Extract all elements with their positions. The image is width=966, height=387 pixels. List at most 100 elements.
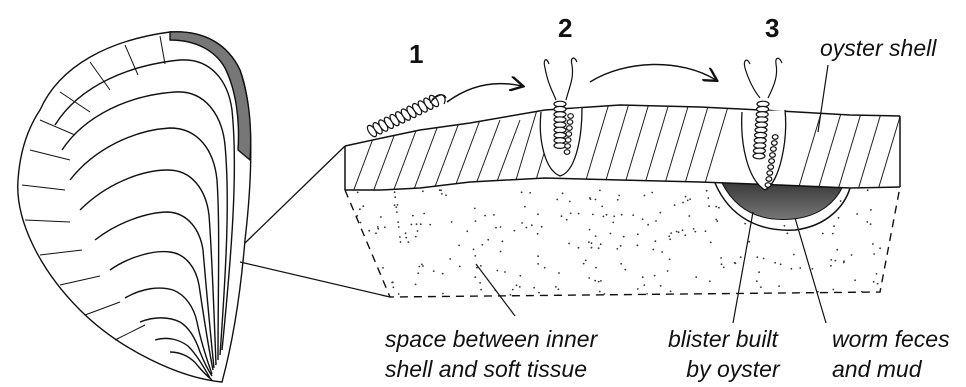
stipple-dot — [723, 267, 725, 269]
stipple-dot — [669, 259, 671, 261]
stipple-dot — [678, 231, 680, 233]
stipple-dot — [417, 230, 419, 232]
stipple-dot — [654, 275, 656, 277]
stipple-dot — [709, 280, 711, 282]
stipple-dot — [599, 291, 601, 293]
stipple-dot — [600, 280, 602, 282]
stipple-dot — [512, 289, 514, 291]
stipple-dot — [568, 243, 570, 245]
worm-segment — [766, 177, 772, 182]
arrow-2-to-3 — [590, 64, 716, 82]
step-number-2: 2 — [558, 14, 572, 42]
worm-segment — [772, 135, 778, 140]
stipple-dot — [466, 230, 468, 232]
stipple-dot — [519, 275, 521, 277]
stipple-dot — [480, 265, 482, 267]
stipple-dot — [473, 249, 475, 251]
stipple-dot — [830, 259, 832, 261]
stipple-dot — [774, 262, 776, 264]
stipple-dot — [362, 205, 364, 207]
stipple-dot — [583, 263, 585, 265]
stipple-dot — [693, 228, 695, 230]
oyster-growth-rings — [55, 60, 234, 380]
worm-segment — [771, 147, 777, 152]
label-space-line1: space between inner — [385, 326, 597, 352]
stipple-dot — [445, 194, 447, 196]
stipple-dot — [840, 200, 842, 202]
label-feces-line2: and mud — [832, 356, 950, 382]
stipple-dot — [393, 286, 395, 288]
stipple-dot — [408, 241, 410, 243]
stipple-dot — [617, 199, 619, 201]
stipple-dot — [674, 204, 676, 206]
stipple-dot — [442, 273, 444, 275]
stipple-dot — [706, 190, 708, 192]
stipple-dot — [544, 267, 546, 269]
stipple-dot — [442, 293, 444, 295]
stipple-dot — [763, 258, 765, 260]
label-oyster-shell: oyster shell — [820, 35, 936, 61]
stipple-dot — [570, 213, 572, 215]
stipple-dot — [854, 279, 856, 281]
stipple-dot — [799, 267, 801, 269]
oyster-dark-edge — [170, 32, 251, 160]
stipple-dot — [601, 206, 603, 208]
stipple-dot — [510, 294, 512, 296]
stipple-dot — [487, 239, 489, 241]
stipple-dot — [475, 220, 477, 222]
oyster-outline — [18, 32, 251, 382]
stipple-dot — [396, 211, 398, 213]
stipple-dot — [384, 226, 386, 228]
stipple-dot — [670, 290, 672, 292]
stipple-dot — [504, 271, 506, 273]
stipple-dot — [411, 224, 413, 226]
stipple-dot — [566, 219, 568, 221]
stipple-dot — [533, 287, 535, 289]
stipple-dot — [598, 281, 600, 283]
stipple-dot — [873, 253, 875, 255]
stipple-dot — [537, 255, 539, 257]
stipple-dot — [676, 231, 678, 233]
stipple-dot — [651, 192, 653, 194]
stipple-dot — [832, 289, 834, 291]
stipple-dot — [519, 286, 521, 288]
label-blister-line1: blister built — [668, 326, 778, 352]
stipple-dot — [876, 273, 878, 275]
stipple-dot — [562, 193, 564, 195]
stipple-dot — [647, 224, 649, 226]
stipple-dot — [500, 251, 502, 253]
stipple-dot — [479, 282, 481, 284]
label-space: space between inner shell and soft tissu… — [385, 326, 597, 378]
stipple-dot — [423, 213, 425, 215]
stipple-dot — [669, 238, 671, 240]
stipple-dot — [599, 190, 601, 192]
step-number-1: 1 — [409, 40, 423, 68]
stipple-dot — [558, 288, 560, 290]
burrows — [540, 108, 785, 190]
stipple-dot — [748, 241, 750, 243]
stipple-dot — [502, 240, 504, 242]
blister — [715, 183, 850, 230]
worm-segment — [566, 132, 572, 137]
stipple-dot — [417, 272, 419, 274]
stipple-dot — [481, 244, 483, 246]
worm-segment — [768, 165, 774, 170]
stipple-dot — [644, 195, 646, 197]
stipple-dot — [695, 276, 697, 278]
stipple-dot — [734, 262, 736, 264]
stipple-dot — [610, 233, 612, 235]
step-number-3: 3 — [765, 14, 779, 42]
stipple-dot — [688, 215, 690, 217]
stipple-dot — [377, 226, 379, 228]
stipple-dot — [758, 271, 760, 273]
worm-segment — [565, 144, 571, 149]
stipple-dot — [778, 285, 780, 287]
stipple-dot — [476, 267, 478, 269]
stipple-dot — [716, 220, 718, 222]
stipple-dot — [592, 214, 594, 216]
stipple-dot — [721, 263, 723, 265]
stipple-dot — [394, 204, 396, 206]
stipple-dot — [449, 258, 451, 260]
stipple-dot — [667, 270, 669, 272]
stipple-dot — [661, 251, 663, 253]
